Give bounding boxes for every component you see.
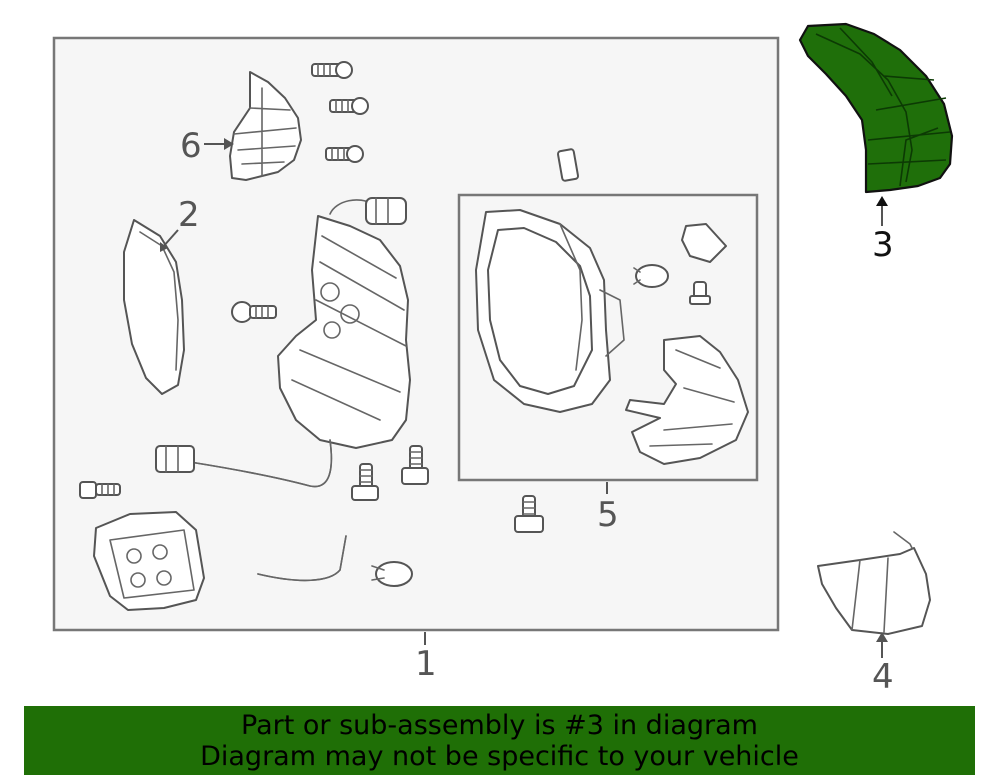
turn-signal-lamp — [229, 71, 302, 181]
mirror-actuator-bracket — [277, 197, 411, 449]
lower-cover — [817, 531, 931, 635]
svg-text:4: 4 — [872, 657, 894, 697]
bolt-center-1 — [351, 463, 379, 501]
turn-signal-housing — [625, 335, 749, 465]
bolt-center-2 — [401, 445, 429, 485]
screw-top-1 — [311, 61, 353, 79]
banner-line-2: Diagram may not be specific to your vehi… — [200, 741, 799, 772]
callout-4: 4 — [872, 632, 894, 697]
svg-text:1: 1 — [415, 644, 437, 684]
callout-2: 2 — [160, 195, 200, 252]
mirror-cover-highlighted — [798, 22, 954, 194]
svg-text:3: 3 — [872, 225, 894, 265]
seal-piece — [556, 148, 580, 182]
foam-pad — [681, 223, 727, 263]
svg-text:2: 2 — [178, 195, 200, 235]
info-banner: Part or sub-assembly is #3 in diagram Di… — [24, 706, 975, 775]
mirror-housing-frame — [475, 209, 625, 413]
screw-top-3 — [325, 145, 364, 163]
callout-5: 5 — [597, 482, 619, 535]
wire-tube — [257, 535, 347, 582]
screw-top-2 — [329, 97, 369, 115]
small-screw — [689, 281, 711, 305]
callout-3: 3 — [872, 196, 894, 265]
bolt-middle — [231, 301, 277, 323]
base-plate — [93, 511, 205, 611]
callout-1: 1 — [415, 632, 437, 684]
bolt-lower — [514, 495, 544, 533]
banner-line-1: Part or sub-assembly is #3 in diagram — [241, 710, 758, 741]
small-clip — [633, 264, 669, 288]
callout-6: 6 — [180, 126, 234, 166]
bolt-left — [79, 481, 121, 499]
mirror-glass — [123, 219, 185, 395]
svg-text:5: 5 — [597, 495, 619, 535]
svg-text:6: 6 — [180, 126, 202, 166]
wire-clip — [371, 561, 413, 587]
wire-harness — [155, 439, 333, 488]
